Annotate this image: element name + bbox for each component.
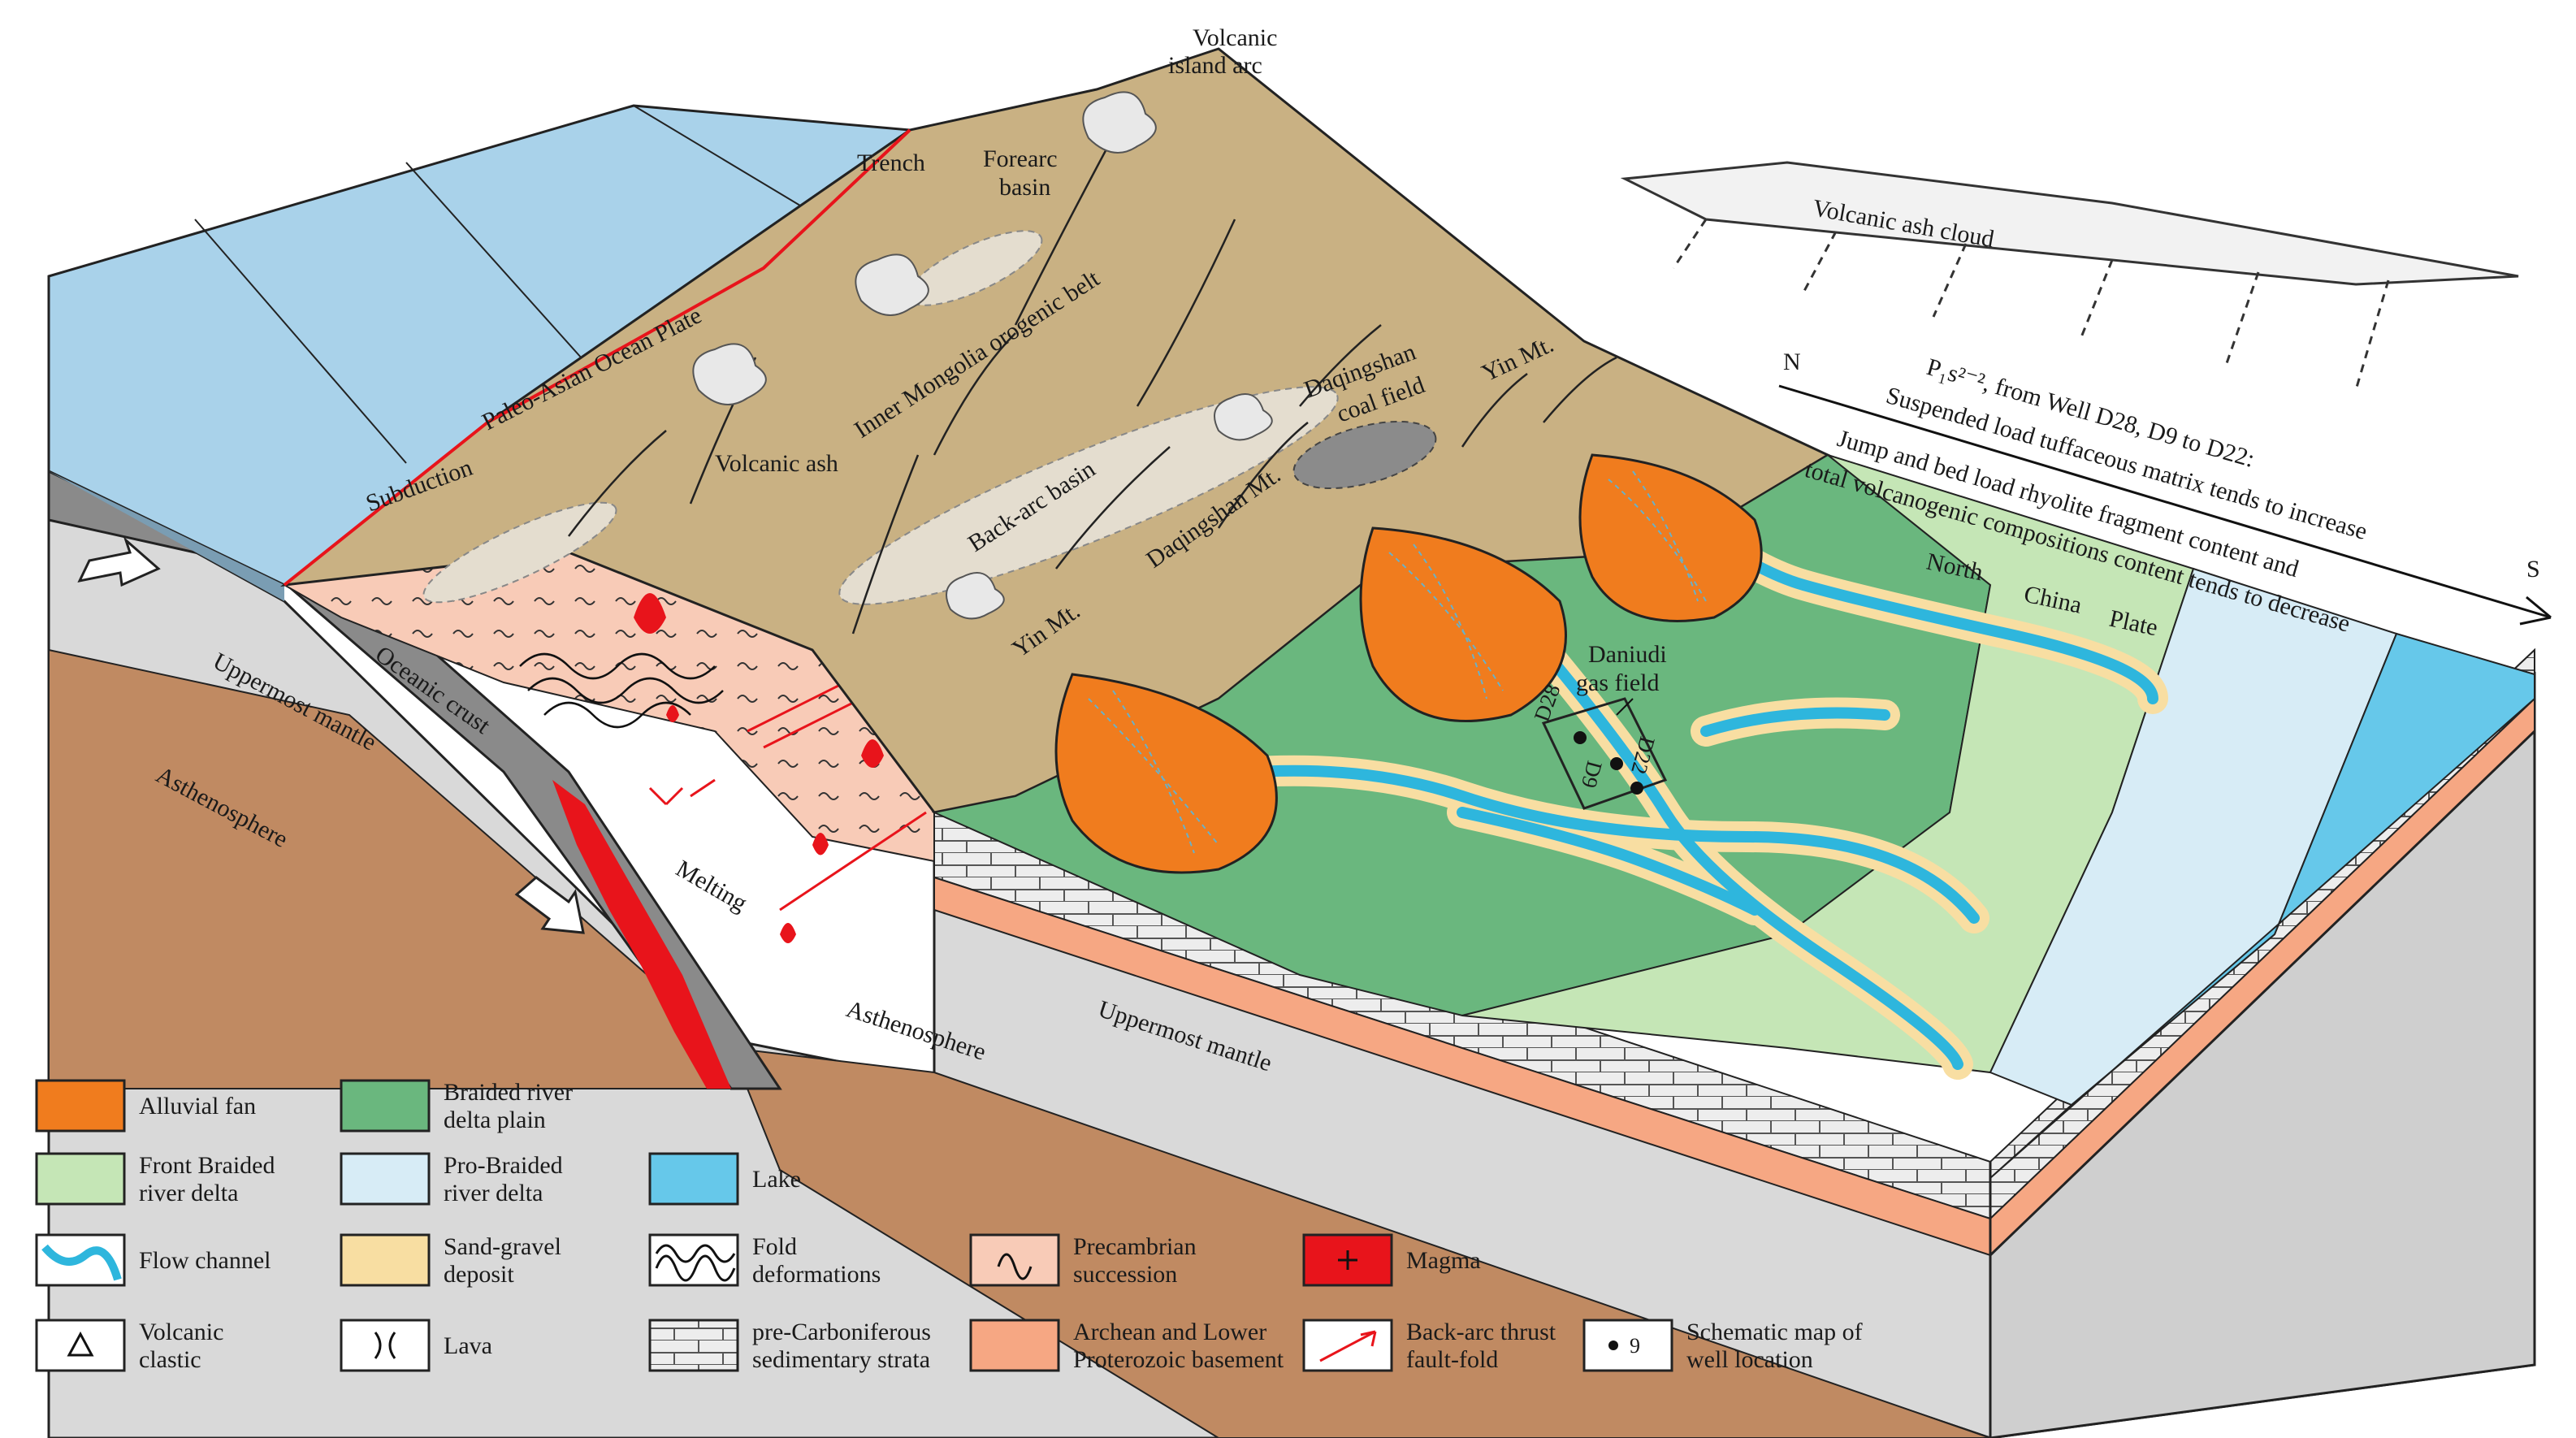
alluvial-fan-2 bbox=[1359, 526, 1567, 722]
label-trench: Trench bbox=[857, 149, 925, 176]
legend-label-pro-braided: Pro-Braided bbox=[444, 1152, 563, 1179]
alluvial-fans bbox=[1054, 453, 1763, 874]
legend-label-fold-2: deformations bbox=[752, 1261, 881, 1288]
legend-label-pre-carboniferous: pre-Carboniferous bbox=[752, 1319, 931, 1345]
legend-label-magma: Magma bbox=[1406, 1247, 1481, 1274]
well-box bbox=[1541, 697, 1668, 810]
alluvial-fan-1 bbox=[1054, 673, 1278, 874]
well-d28 bbox=[1574, 731, 1587, 744]
subduction-arrow-2 bbox=[514, 876, 585, 934]
legend-label-basement: Archean and Lower bbox=[1073, 1319, 1266, 1345]
legend-label-front-braided: Front Braided bbox=[139, 1152, 275, 1179]
legend-swatch-basement bbox=[969, 1319, 1060, 1372]
legend-swatch-pre-carboniferous bbox=[648, 1319, 739, 1372]
lake-zone bbox=[1989, 632, 2535, 1179]
legend-label-precambrian: Precambrian bbox=[1073, 1233, 1197, 1260]
legend-swatch-alluvial-fan bbox=[35, 1079, 126, 1133]
label-daniudi-1: Daniudi bbox=[1588, 641, 1667, 668]
legend-swatch-braided-plain bbox=[340, 1079, 431, 1133]
legend-label-lava: Lava bbox=[444, 1332, 492, 1359]
legend-swatch-well: 9 bbox=[1582, 1319, 1673, 1372]
well-d22 bbox=[1630, 782, 1643, 795]
label-volcanic-island-arc-1: Volcanic bbox=[1193, 24, 1277, 51]
legend-swatch-flow-channel bbox=[35, 1233, 126, 1287]
legend-label-sand-gravel-2: deposit bbox=[444, 1261, 514, 1288]
legend-label-sand-gravel: Sand-gravel bbox=[444, 1233, 561, 1260]
well-d9 bbox=[1610, 757, 1623, 770]
legend-swatch-lava bbox=[340, 1319, 431, 1372]
legend-swatch-precambrian bbox=[969, 1233, 1060, 1287]
label-north: N bbox=[1783, 349, 1801, 375]
legend-label-alluvial-fan: Alluvial fan bbox=[139, 1093, 256, 1120]
inner-basin-shape bbox=[422, 501, 617, 604]
legend-well-number: 9 bbox=[1630, 1334, 1640, 1358]
label-forearc-1: Forearc bbox=[983, 145, 1058, 172]
label-melting: Melting bbox=[672, 855, 752, 916]
legend-swatch-lake bbox=[648, 1152, 739, 1206]
legend-swatch-thrust bbox=[1302, 1319, 1393, 1372]
ocean-plate-side bbox=[49, 471, 284, 601]
legend-label-flow-channel: Flow channel bbox=[139, 1247, 271, 1274]
legend-item-flow-channel: Flow channel bbox=[35, 1233, 271, 1287]
label-daniudi-2: gas field bbox=[1576, 669, 1659, 696]
volcanic-ash-cloud bbox=[1620, 161, 2519, 286]
legend-label-pro-braided-2: river delta bbox=[444, 1180, 543, 1206]
legend-item-alluvial-fan: Alluvial fan bbox=[35, 1079, 256, 1133]
legend-label-braided-plain-2: delta plain bbox=[444, 1107, 546, 1133]
label-volcanic-ash: Volcanic ash bbox=[715, 450, 838, 477]
coal-field-shape bbox=[1292, 420, 1437, 490]
label-volcanic-island-arc-2: island arc bbox=[1168, 52, 1262, 79]
legend-item-lake: Lake bbox=[648, 1152, 801, 1206]
legend-label-fold: Fold bbox=[752, 1233, 797, 1260]
legend-swatch-volcanic-clastic bbox=[35, 1319, 126, 1372]
legend-label-pre-carboniferous-2: sedimentary strata bbox=[752, 1346, 930, 1373]
legend-swatch-pro-braided bbox=[340, 1152, 431, 1206]
legend-label-volcanic-clastic: Volcanic bbox=[139, 1319, 223, 1345]
legend-item-magma: Magma bbox=[1302, 1233, 1481, 1287]
legend-swatch-fold bbox=[648, 1233, 739, 1287]
legend-label-thrust-2: fault-fold bbox=[1406, 1346, 1498, 1373]
legend-swatch-sand-gravel bbox=[340, 1233, 431, 1287]
legend-label-lake: Lake bbox=[752, 1166, 801, 1193]
n-s-arrowhead bbox=[2519, 596, 2552, 626]
legend-label-well-2: well location bbox=[1686, 1346, 1813, 1373]
legend-item-lava: Lava bbox=[340, 1319, 492, 1372]
n-s-arrow bbox=[1778, 384, 2552, 619]
legend-swatch-magma bbox=[1302, 1233, 1393, 1287]
legend-label-volcanic-clastic-2: clastic bbox=[139, 1346, 201, 1373]
label-south: S bbox=[2526, 556, 2540, 583]
alluvial-fan-3 bbox=[1578, 453, 1763, 622]
label-forearc-2: basin bbox=[999, 174, 1050, 201]
legend-label-well: Schematic map of bbox=[1686, 1319, 1863, 1345]
trench-line bbox=[283, 128, 911, 587]
back-arc-basin-shape bbox=[838, 386, 1339, 605]
legend-swatch-front-braided bbox=[35, 1152, 126, 1206]
legend-label-braided-plain: Braided river bbox=[444, 1079, 573, 1106]
legend-label-basement-2: Proterozoic basement bbox=[1073, 1346, 1284, 1373]
legend-label-thrust: Back-arc thrust bbox=[1406, 1319, 1556, 1345]
legend-label-precambrian-2: succession bbox=[1073, 1261, 1177, 1288]
subduction-arrow-1 bbox=[77, 536, 161, 587]
legend-label-front-braided-2: river delta bbox=[139, 1180, 238, 1206]
magma-streak bbox=[552, 780, 731, 1089]
